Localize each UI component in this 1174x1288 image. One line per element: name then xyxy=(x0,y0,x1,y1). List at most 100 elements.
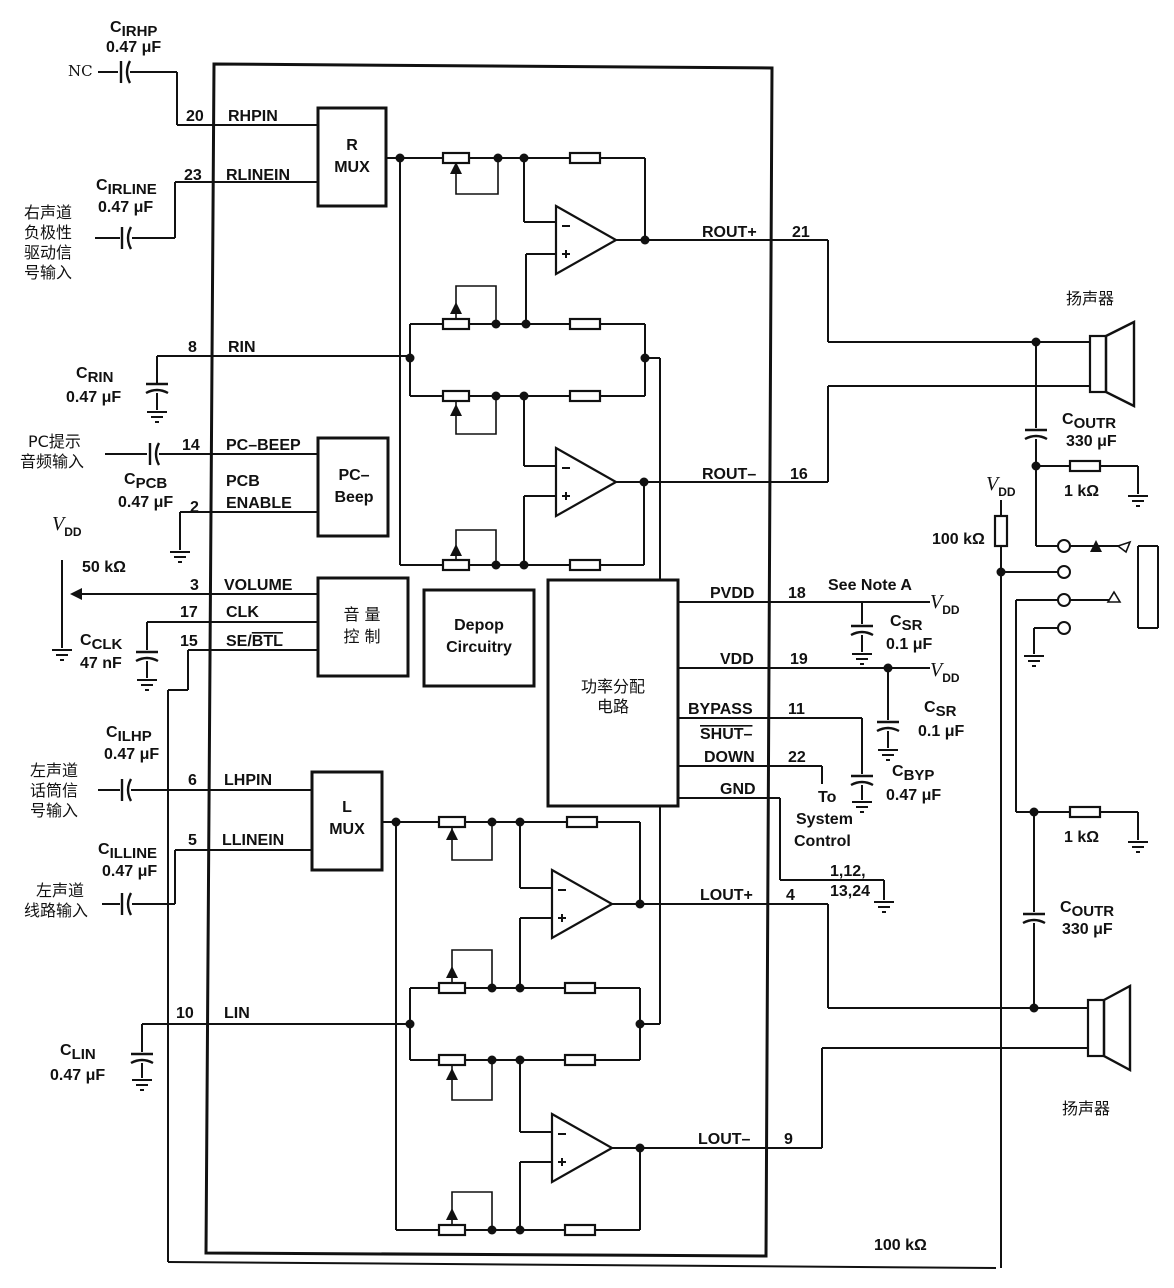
pin-name-17: GND xyxy=(720,781,756,798)
pin-number-23: 23 xyxy=(184,167,202,184)
pin-name-16: DOWN xyxy=(704,749,755,766)
pin-name-13: PVDD xyxy=(710,585,754,602)
cap-irhp-label: CIRHP xyxy=(110,19,157,40)
pin-name-4: ENABLE xyxy=(226,495,292,512)
volume-control-label: 控 制 xyxy=(343,627,380,646)
pin-number-14: 14 xyxy=(182,437,200,454)
pin-name-18: LOUT+ xyxy=(700,887,753,904)
speaker-bottom-label: 扬声器 xyxy=(1062,1099,1110,1118)
res-100k-right: 100 kΩ xyxy=(932,531,985,548)
right-input-text: 右声道 xyxy=(24,203,72,222)
volume-control-block xyxy=(316,576,410,678)
nc-label: NC xyxy=(68,62,93,80)
pin-number-9: 9 xyxy=(784,1131,793,1148)
volume-control-label: 音 量 xyxy=(343,605,380,624)
pc-beep-label: PC– xyxy=(338,467,369,484)
cap-outr2-label: COUTR xyxy=(1060,899,1114,920)
cap-sr1-label: CSR xyxy=(890,613,923,634)
pin-number-21: 21 xyxy=(792,224,810,241)
pc-beep-block xyxy=(316,436,390,538)
depop-block xyxy=(422,588,536,688)
left-line-text: 左声道 xyxy=(36,881,84,900)
to-system-control: Control xyxy=(794,833,851,850)
pin-name-16: SHUT– xyxy=(700,726,753,743)
res-50k: 50 kΩ xyxy=(82,559,126,576)
power-distribution-label: 功率分配 xyxy=(581,677,645,696)
pin-name-2: RIN xyxy=(228,339,256,356)
pin-name-3: PC–BEEP xyxy=(226,437,301,454)
pin-number-4: 4 xyxy=(786,887,795,904)
pin-number-5: 5 xyxy=(188,832,197,849)
right-input-text: 负极性 xyxy=(24,223,72,242)
pin-name-10: LIN xyxy=(224,1005,250,1022)
cap-illine-label: CILLINE xyxy=(98,841,157,862)
left-mic-text: 号输入 xyxy=(30,801,78,820)
gnd-pin-numbers: 1,12, xyxy=(830,863,866,880)
pin-number-19: 19 xyxy=(790,651,808,668)
pin-number-10: 10 xyxy=(176,1005,194,1022)
cap-sr2-label: CSR xyxy=(924,699,957,720)
vdd-pvdd: VDD xyxy=(930,591,960,617)
l-mux-block xyxy=(310,770,384,872)
depop-label: Depop xyxy=(454,617,504,634)
speaker-top-label: 扬声器 xyxy=(1066,289,1114,308)
cap-outr2-value: 330 μF xyxy=(1062,921,1113,938)
right-input-text: 号输入 xyxy=(24,263,72,282)
pin-name-5: VOLUME xyxy=(224,577,293,594)
pin-name-se-btl: SE/BTL xyxy=(226,633,283,650)
left-mic-text: 左声道 xyxy=(30,761,78,780)
res-1k-bottom: 1 kΩ xyxy=(1064,829,1099,846)
gnd-pin-numbers: 13,24 xyxy=(830,883,870,900)
r-mux-block xyxy=(316,106,388,208)
pin-number-16: 16 xyxy=(790,466,808,483)
cap-sr1-value: 0.1 μF xyxy=(886,636,932,653)
pin-name-9: LLINEIN xyxy=(222,832,284,849)
r-mux-label: MUX xyxy=(334,159,370,176)
res-100k-bottom: 100 kΩ xyxy=(874,1237,927,1254)
cap-byp-label: CBYP xyxy=(892,763,934,784)
cap-pcb-value: 0.47 μF xyxy=(118,494,173,511)
cap-outr1-value: 330 μF xyxy=(1066,433,1117,450)
pin-name-4: PCB xyxy=(226,473,260,490)
cap-clk-value: 47 nF xyxy=(80,655,122,672)
cap-ilhp-label: CILHP xyxy=(106,724,152,745)
cap-clk-label: CCLK xyxy=(80,632,123,653)
pin-name-1: RLINEIN xyxy=(226,167,290,184)
pin-name-0: RHPIN xyxy=(228,108,278,125)
cap-irhp-value: 0.47 μF xyxy=(106,39,161,56)
pc-beep-label: Beep xyxy=(334,489,373,506)
left-mic-text: 话筒信 xyxy=(30,781,78,800)
to-system-control: To xyxy=(818,789,837,806)
see-note-a: See Note A xyxy=(828,577,912,594)
cap-illine-value: 0.47 μF xyxy=(102,863,157,880)
l-mux-label: L xyxy=(342,799,352,816)
pin-name-11: ROUT+ xyxy=(702,224,757,241)
pin-number-6: 6 xyxy=(188,772,197,789)
cap-sr2-value: 0.1 μF xyxy=(918,723,964,740)
cap-outr1-label: COUTR xyxy=(1062,411,1116,432)
cap-rin-label: CRIN xyxy=(76,365,113,386)
pin-name-8: LHPIN xyxy=(224,772,272,789)
pc-input-text: PC提示 xyxy=(28,432,81,451)
power-distribution-label: 电路 xyxy=(597,697,629,716)
pin-number-20: 20 xyxy=(186,108,204,125)
cap-lin-label: CLIN xyxy=(60,1042,96,1063)
depop-label: Circuitry xyxy=(446,639,512,656)
to-system-control: System xyxy=(796,811,853,828)
vdd-left: VDD xyxy=(52,513,82,539)
right-input-text: 驱动信 xyxy=(24,243,72,262)
pc-input-text: 音频输入 xyxy=(20,452,84,471)
vdd-vdd: VDD xyxy=(930,659,960,685)
cap-irline-value: 0.47 μF xyxy=(98,199,153,216)
pin-name-6: CLK xyxy=(226,604,259,621)
pin-number-18: 18 xyxy=(788,585,806,602)
cap-byp-value: 0.47 μF xyxy=(886,787,941,804)
pin-number-17: 17 xyxy=(180,604,198,621)
pin-number-15: 15 xyxy=(180,633,198,650)
left-line-text: 线路输入 xyxy=(24,901,88,920)
pin-name-14: VDD xyxy=(720,651,754,668)
pin-name-19: LOUT– xyxy=(698,1131,751,1148)
r-mux-label: R xyxy=(346,137,358,154)
pin-name-12: ROUT– xyxy=(702,466,756,483)
pin-number-11: 11 xyxy=(788,701,805,718)
